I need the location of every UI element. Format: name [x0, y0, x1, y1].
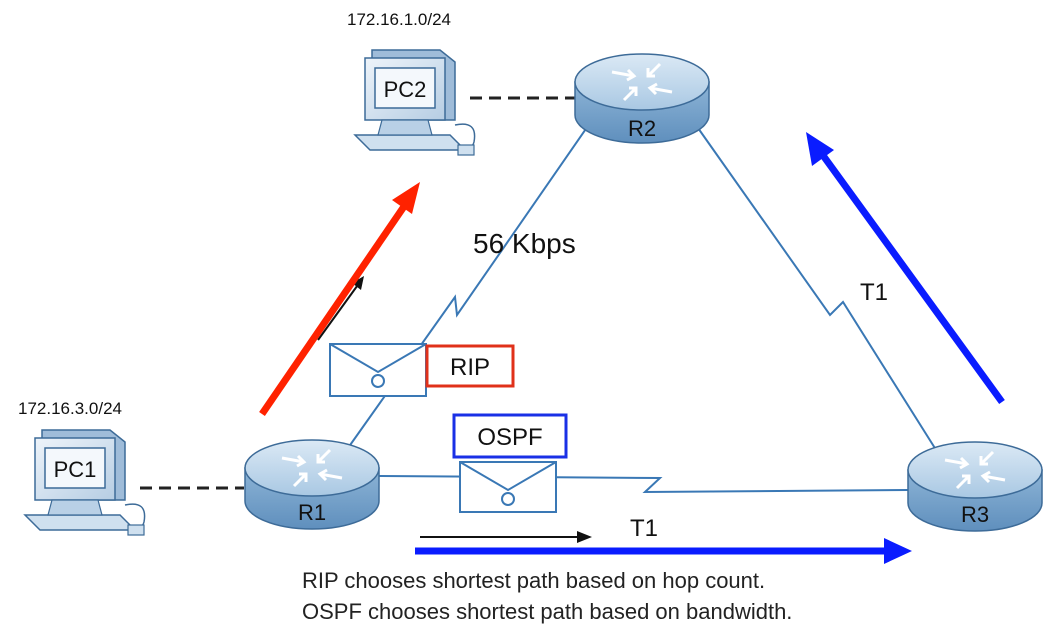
network-label-pc2: 172.16.1.0/24: [347, 10, 451, 29]
computer-icon: [353, 49, 476, 156]
router-label-r3: R3: [961, 502, 989, 527]
caption-line-2: OSPF chooses shortest path based on band…: [302, 599, 792, 624]
pc1: 172.16.3.0/24 PC1: [18, 399, 146, 536]
rip-label: RIP: [450, 354, 490, 381]
thin-arrow-r1-r2: [317, 276, 364, 341]
ospf-envelope-icon: [459, 461, 557, 513]
link-speed-r1-r2: 56 Kbps: [473, 228, 576, 259]
link-r1-r3: [377, 475, 909, 494]
link-speed-r1-r3: T1: [630, 515, 658, 542]
link-speed-r2-r3: T1: [860, 279, 888, 306]
router-arrows-icon: [281, 448, 343, 488]
router-arrows-icon: [944, 450, 1006, 490]
links: [347, 122, 939, 494]
rip-label-box: RIP: [425, 344, 515, 388]
router-r2: R2: [574, 53, 710, 144]
ospf-label-box: OSPF: [452, 413, 568, 459]
pc-label-pc2: PC2: [384, 77, 427, 102]
router-label-r1: R1: [298, 500, 326, 525]
ospf-path-arrow-bottom: [415, 538, 912, 564]
router-r1: R1: [244, 439, 380, 530]
ospf-label: OSPF: [477, 424, 542, 451]
router-label-r2: R2: [628, 116, 656, 141]
link-r1-r2: [347, 122, 591, 449]
computer-icon: [23, 429, 146, 536]
network-label-pc1: 172.16.3.0/24: [18, 399, 122, 418]
thin-arrow-r1-r3: [420, 531, 592, 543]
ethernet-links: [140, 96, 578, 490]
router-arrows-icon: [611, 62, 673, 102]
ospf-path-arrow-right: [806, 132, 1005, 405]
link-r2-r3: [697, 127, 939, 454]
pc2: 172.16.1.0/24 PC2: [347, 10, 476, 156]
router-r3: R3: [907, 441, 1043, 532]
caption-line-1: RIP chooses shortest path based on hop c…: [302, 568, 765, 593]
rip-envelope-icon: [329, 343, 427, 397]
pc-label-pc1: PC1: [54, 457, 97, 482]
rip-path-arrow: [259, 182, 420, 416]
